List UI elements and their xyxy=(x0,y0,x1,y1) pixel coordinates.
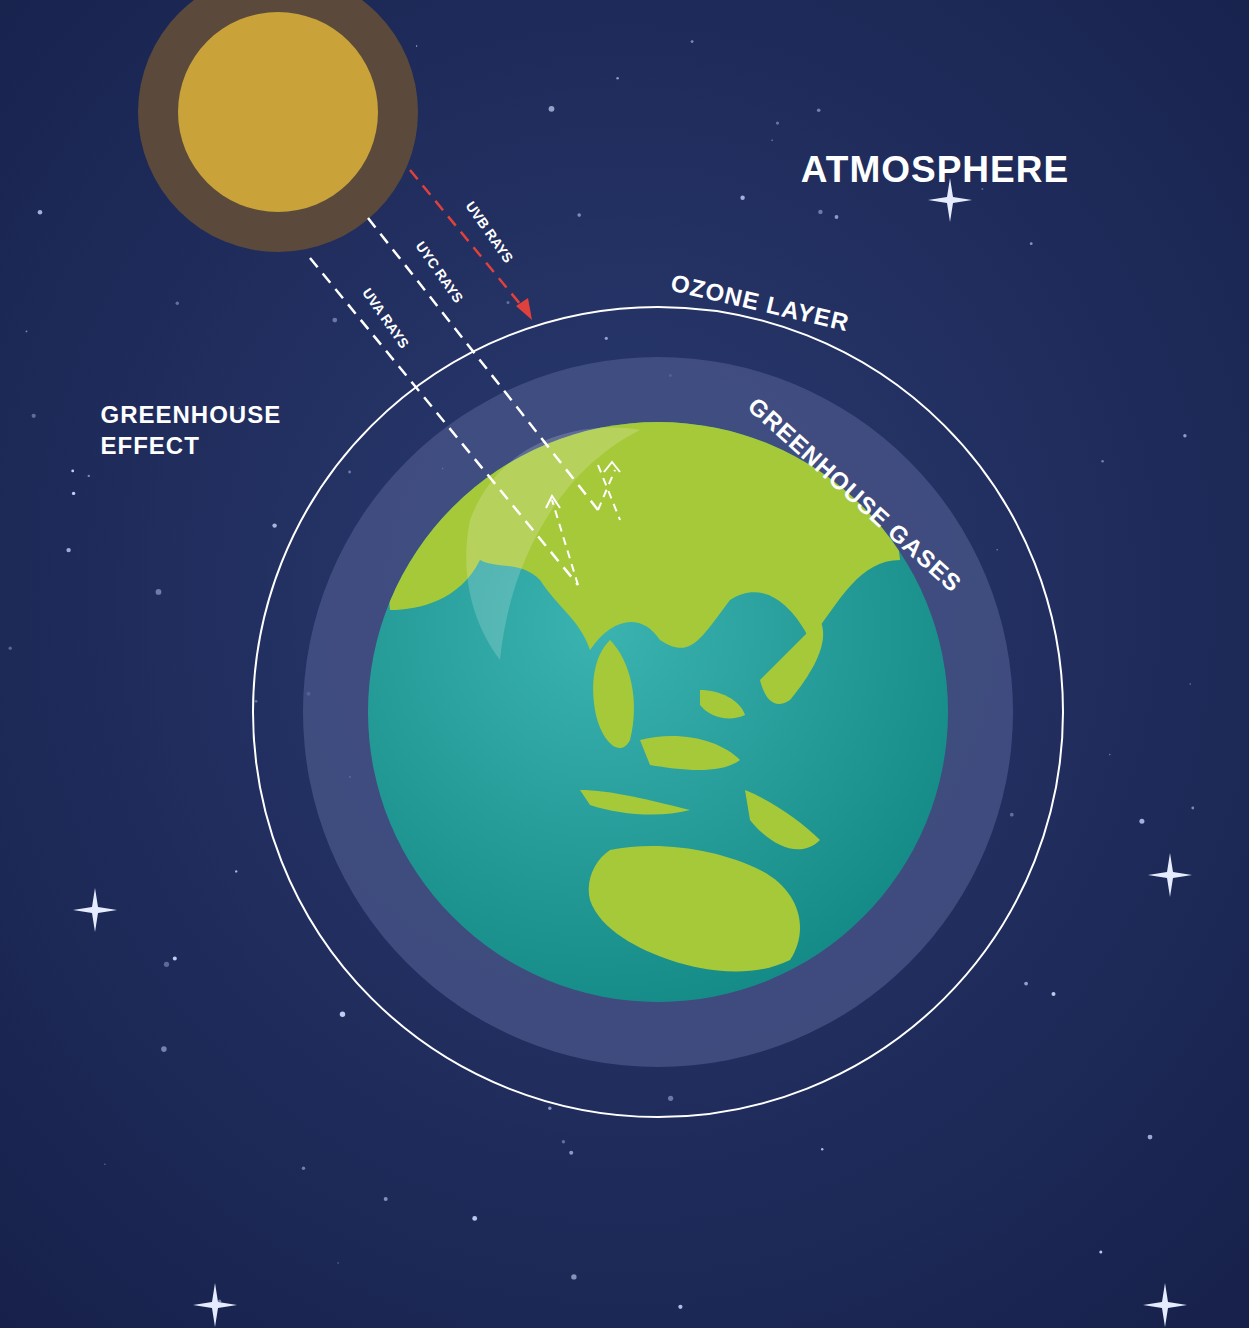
star xyxy=(332,318,337,323)
star xyxy=(1052,992,1056,996)
star xyxy=(571,1274,576,1279)
uva-ray xyxy=(310,258,578,585)
star xyxy=(562,1140,565,1143)
reflection-arrowhead xyxy=(604,462,620,472)
star xyxy=(1010,813,1014,817)
star xyxy=(32,414,36,418)
star xyxy=(9,647,12,650)
star xyxy=(569,1151,573,1155)
uvb-ray xyxy=(410,170,525,310)
star xyxy=(835,215,839,219)
star xyxy=(1139,819,1144,824)
star xyxy=(507,301,510,304)
sparkle-star xyxy=(73,888,117,932)
region-label: GREENHOUSE EFFECT xyxy=(101,399,316,461)
star xyxy=(66,548,70,552)
star xyxy=(616,77,619,80)
sparkle-star xyxy=(1148,853,1192,897)
star xyxy=(26,331,28,333)
star xyxy=(416,45,417,46)
star xyxy=(776,122,779,125)
star xyxy=(173,956,177,960)
star xyxy=(605,337,608,340)
star xyxy=(71,470,74,473)
ozone-layer-ring xyxy=(253,307,1063,1117)
star xyxy=(88,475,90,477)
star xyxy=(272,523,276,527)
star xyxy=(338,1262,339,1263)
star xyxy=(821,1148,823,1150)
star xyxy=(472,1216,477,1221)
star xyxy=(38,210,43,215)
star xyxy=(176,302,179,305)
star xyxy=(348,471,351,474)
star xyxy=(1148,1135,1153,1140)
star xyxy=(996,549,998,551)
star xyxy=(302,1167,305,1170)
star xyxy=(1099,1250,1102,1253)
star xyxy=(161,1046,167,1052)
uvc-reflection xyxy=(598,465,620,520)
sun-halo xyxy=(138,0,418,252)
earth-highlight xyxy=(466,428,640,660)
star xyxy=(691,40,694,43)
star xyxy=(104,1163,106,1165)
uvc-ray xyxy=(368,218,598,510)
sun xyxy=(178,12,378,212)
star xyxy=(1030,242,1033,245)
star xyxy=(1190,683,1191,684)
star xyxy=(577,213,581,217)
star xyxy=(817,109,821,113)
star xyxy=(818,210,822,214)
uvb-arrowhead xyxy=(516,298,532,320)
continents xyxy=(380,411,900,972)
star xyxy=(678,1305,682,1309)
star xyxy=(164,962,169,967)
sparkle-star xyxy=(193,1283,237,1327)
star xyxy=(1101,460,1103,462)
star xyxy=(548,1107,551,1110)
star xyxy=(235,870,237,872)
star xyxy=(740,196,744,200)
star xyxy=(771,140,773,142)
star xyxy=(1109,754,1111,756)
greenhouse-gas-band xyxy=(303,357,1013,1067)
star xyxy=(549,106,555,112)
reflection-arrowhead xyxy=(546,496,560,508)
star xyxy=(1183,434,1186,437)
star xyxy=(156,589,162,595)
star xyxy=(384,1197,388,1201)
star xyxy=(340,1012,345,1017)
star xyxy=(1024,982,1028,986)
atmosphere-title: ATMOSPHERE xyxy=(801,149,1069,191)
sparkle-star xyxy=(1143,1283,1187,1327)
star xyxy=(72,492,75,495)
star xyxy=(668,1096,673,1101)
star xyxy=(255,700,258,703)
uvc-reflection xyxy=(598,470,615,510)
star xyxy=(1191,807,1194,810)
uva-reflection xyxy=(552,500,578,585)
